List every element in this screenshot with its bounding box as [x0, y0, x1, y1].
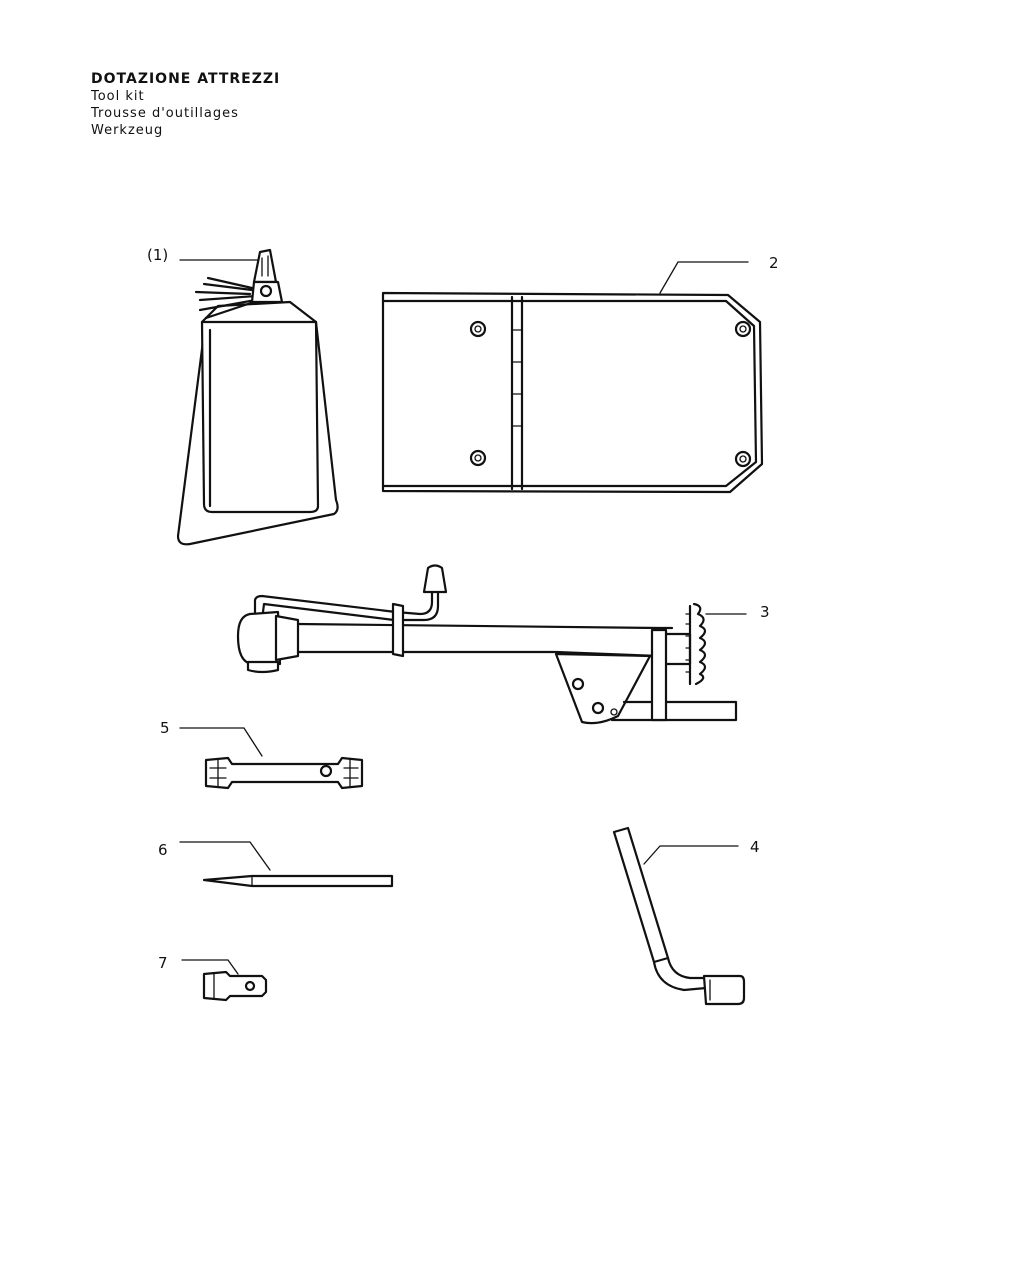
callout-1: (1)	[147, 246, 168, 264]
callout-4: 4	[750, 838, 760, 856]
leader-line-6	[179, 841, 271, 871]
box-wrench-illustration	[204, 756, 364, 790]
callout-2: 2	[769, 254, 779, 272]
subtitle-english: Tool kit	[91, 89, 145, 104]
subtitle-german: Werkzeug	[91, 123, 164, 138]
subtitle-french: Trousse d'outillages	[91, 106, 239, 121]
rod-illustration	[202, 874, 394, 888]
tool-bag-illustration	[381, 291, 764, 494]
oil-can-illustration	[176, 248, 339, 546]
header: DOTAZIONE ATTREZZI Tool kit Trousse d'ou…	[91, 70, 280, 139]
wheel-wrench-illustration	[612, 826, 746, 1006]
callout-7: 7	[158, 954, 168, 972]
callout-3: 3	[760, 603, 770, 621]
callout-5: 5	[160, 719, 170, 737]
title: DOTAZIONE ATTREZZI	[91, 71, 281, 87]
leader-line-7	[181, 959, 239, 975]
leader-line-2	[659, 261, 749, 294]
jack-illustration	[236, 564, 738, 725]
leader-line-5	[179, 727, 263, 757]
callout-6: 6	[158, 841, 168, 859]
leader-line-4	[643, 845, 739, 865]
spark-plug-wrench-illustration	[202, 970, 268, 1002]
